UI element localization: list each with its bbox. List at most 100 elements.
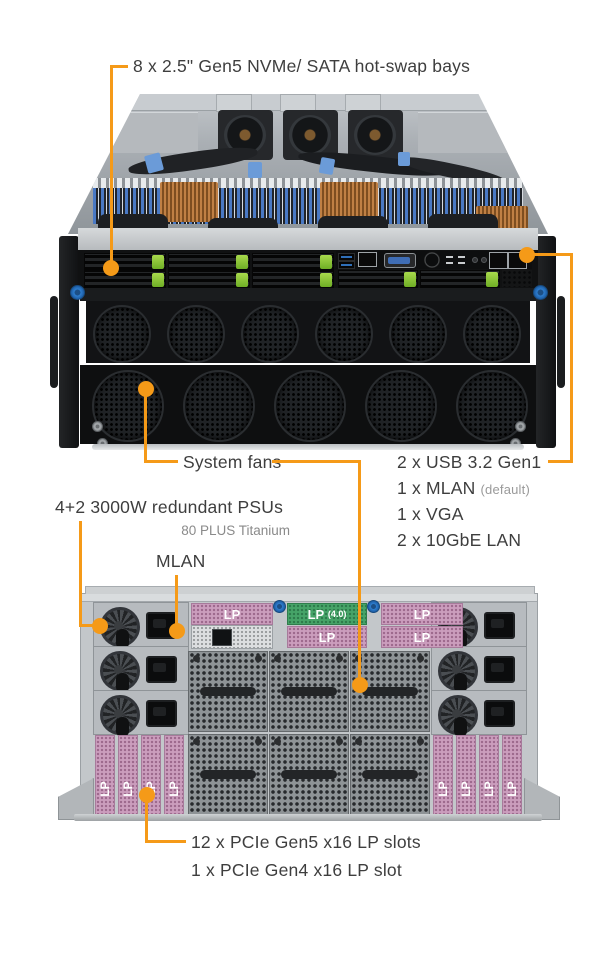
- rack-handle-right: [557, 296, 565, 388]
- lp-slot-label: LP: [413, 629, 431, 645]
- psu-strap: [454, 717, 467, 737]
- callout-line: [145, 840, 186, 843]
- lan-port: [489, 252, 508, 269]
- callout-line: [79, 521, 82, 627]
- drive-latch: [320, 273, 332, 287]
- pcie-lp-slot: LP: [287, 626, 367, 648]
- label-io-mlan: 1 x MLAN (default): [397, 478, 530, 499]
- internal-fan: [348, 110, 403, 160]
- psu-module: [431, 690, 527, 737]
- psu-module: [93, 646, 189, 693]
- server-top-internals-photo: [68, 94, 548, 234]
- blue-connector: [398, 152, 410, 166]
- usb-port: [338, 261, 355, 269]
- mlan-port-front: [358, 252, 377, 267]
- rear-fan-module: [350, 734, 430, 815]
- mlan-port-rear: [212, 629, 232, 646]
- thumbscrew: [273, 600, 286, 613]
- drive-bay: [84, 271, 166, 289]
- connector-row: [93, 178, 523, 188]
- callout-line: [358, 460, 361, 686]
- drive-latch: [152, 255, 164, 269]
- psu-strap: [116, 673, 129, 693]
- system-fan: [92, 370, 164, 442]
- rear-fan-module: [188, 651, 268, 732]
- rear-base-bar: [74, 814, 542, 821]
- psu-strap: [454, 673, 467, 693]
- thumbscrew: [533, 285, 548, 300]
- internal-psu-right: [418, 112, 513, 153]
- system-fan: [365, 370, 437, 442]
- drive-latch: [236, 273, 248, 287]
- drive-latch: [486, 272, 498, 287]
- drive-bay: [168, 271, 250, 289]
- rack-ear-right: [536, 236, 556, 448]
- pcie-lp-slot-vertical: LP: [95, 735, 115, 815]
- system-fan: [241, 305, 299, 363]
- blue-connector: [248, 162, 262, 178]
- callout-line: [79, 624, 96, 627]
- vga-port: [384, 253, 416, 268]
- drive-bay: [168, 253, 250, 271]
- lp-slot-label: LP: [318, 629, 336, 645]
- io-item-text: 2 x 10GbE LAN: [397, 530, 522, 550]
- system-fan: [274, 370, 346, 442]
- lp-slot-label: LP: [436, 781, 450, 797]
- label-pcie-gen4: 1 x PCIe Gen4 x16 LP slot: [191, 860, 402, 880]
- mlan-module: [191, 625, 273, 649]
- system-fan: [463, 305, 521, 363]
- drive-bay: [252, 253, 334, 271]
- callout-dot: [103, 260, 119, 276]
- drive-latch: [152, 273, 164, 287]
- pcie-lp-slot-vertical: LP: [433, 735, 453, 815]
- front-grille: [80, 288, 536, 301]
- system-fan: [183, 370, 255, 442]
- callout-dot: [352, 677, 368, 693]
- usb-port: [338, 253, 355, 261]
- id-label: [458, 256, 465, 258]
- id-label: [458, 262, 465, 264]
- callout-line: [570, 253, 573, 463]
- psu-power-inlet: [484, 656, 515, 683]
- pcie-lp-slot: LP: [381, 603, 463, 625]
- rear-top-rim: [81, 594, 537, 602]
- power-button: [424, 252, 440, 268]
- drive-bay: [420, 270, 500, 289]
- thumbscrew: [367, 600, 380, 613]
- internal-psu-left: [93, 112, 198, 153]
- status-led: [481, 257, 487, 263]
- pcie-lp-slot: LP: [191, 603, 273, 625]
- pcie-lp-slot-vertical: LP: [479, 735, 499, 815]
- lp-slot-label: LP: [167, 781, 181, 797]
- pcie-lp-slot-vertical: LP: [456, 735, 476, 815]
- lp-slot-label: LP: [121, 781, 135, 797]
- pcie-gen4-slot: LP (4.0): [287, 603, 367, 625]
- screw: [515, 421, 526, 432]
- callout-line: [146, 460, 178, 463]
- psu-power-inlet: [484, 612, 515, 639]
- psu-strap: [116, 717, 129, 737]
- io-item-text: 2 x USB 3.2 Gen1: [397, 452, 542, 472]
- psu-power-inlet: [146, 700, 177, 727]
- pcie-lp-slot-vertical: LP: [164, 735, 184, 815]
- callout-dot: [138, 381, 154, 397]
- callout-line: [110, 65, 113, 268]
- chassis-shadow: [92, 444, 524, 450]
- lp-slot-label: LP: [482, 781, 496, 797]
- system-fan: [93, 305, 151, 363]
- cpu-heatsink: [320, 182, 378, 222]
- front-vent-block: [502, 270, 532, 287]
- pcie-lp-slot-vertical: LP: [118, 735, 138, 815]
- io-item-text: 1 x MLAN: [397, 478, 476, 498]
- callout-line: [548, 460, 573, 463]
- pcie-lp-slot-vertical: LP: [141, 735, 161, 815]
- callout-dot: [169, 623, 185, 639]
- rack-ear-left: [59, 236, 79, 448]
- callout-line: [144, 389, 147, 463]
- callout-line: [175, 575, 178, 630]
- front-top-band: [78, 228, 538, 254]
- label-system-fans: System fans: [183, 452, 282, 472]
- system-fan: [389, 305, 447, 363]
- psu-power-inlet: [484, 700, 515, 727]
